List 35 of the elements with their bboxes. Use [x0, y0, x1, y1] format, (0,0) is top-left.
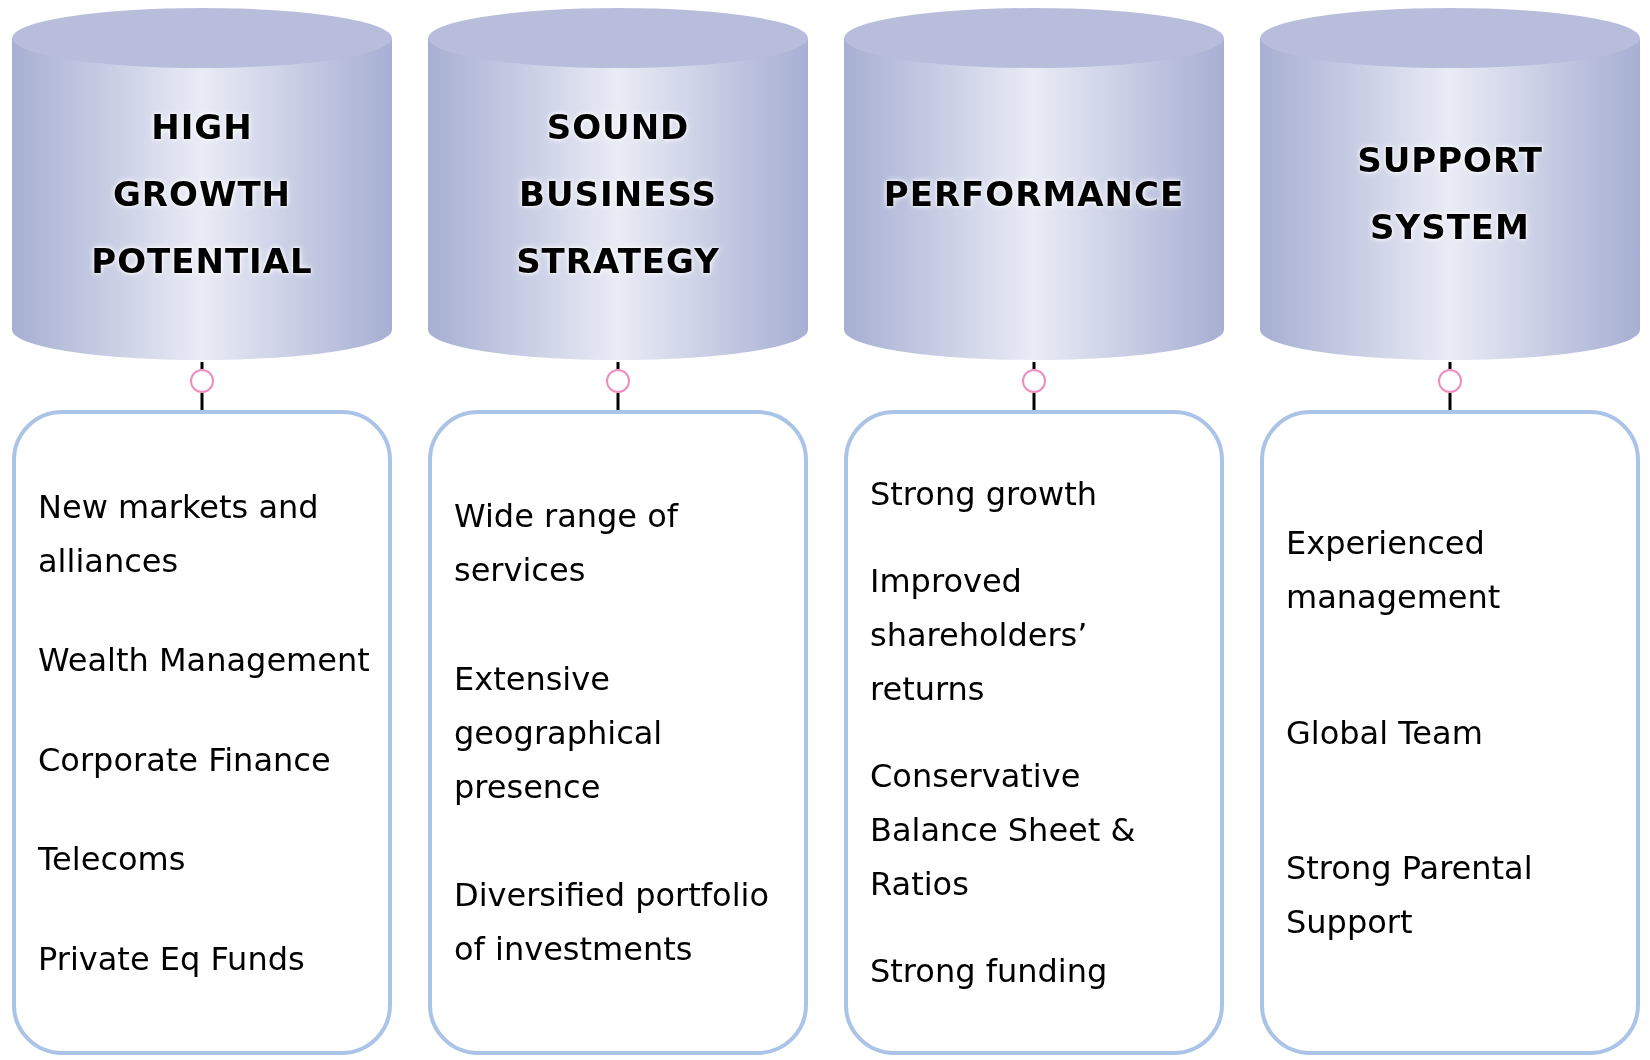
- bullet-text: Corporate Finance: [38, 739, 332, 781]
- connector-line: [616, 393, 620, 410]
- bullet-text: Strong funding: [870, 951, 1109, 992]
- bullet-text: Conservative Balance Sheet & Ratios: [870, 756, 1137, 905]
- connector-line: [1032, 362, 1036, 369]
- pillar-title: PERFORMANCE: [883, 172, 1185, 216]
- bullet-text: Strong growth: [870, 474, 1098, 515]
- connector-line: [1448, 362, 1452, 369]
- bullet-text: Telecoms: [38, 839, 187, 880]
- connector-ring: [1438, 369, 1462, 393]
- bullet-text: Extensive geographical presence: [454, 658, 664, 808]
- bullet-text: New markets and alliances: [38, 486, 320, 582]
- connector-ring: [1022, 369, 1046, 393]
- connector-line: [200, 393, 204, 410]
- pillar-title: SUPPORT SYSTEM: [1357, 139, 1543, 249]
- connector-line: [1032, 393, 1036, 410]
- bullet-text: Improved shareholders’ returns: [870, 561, 1089, 710]
- bullet-text: Wealth Management: [38, 640, 370, 681]
- pillar-title: HIGH GROWTH POTENTIAL: [91, 105, 313, 283]
- rounded-card: [1260, 410, 1640, 1055]
- bullet-text: Strong Parental Support: [1286, 848, 1534, 944]
- rounded-card: [844, 410, 1224, 1055]
- bullet-text: Diversified portfolio of investments: [454, 875, 770, 971]
- pillar-title: SOUND BUSINESS STRATEGY: [516, 105, 720, 283]
- bullet-text: Experienced management: [1286, 522, 1502, 618]
- bullet-text: Wide range of services: [454, 495, 680, 591]
- connector-line: [616, 362, 620, 369]
- connector-line: [200, 362, 204, 369]
- rounded-card: [12, 410, 392, 1055]
- bullet-text: Private Eq Funds: [38, 938, 306, 980]
- bullet-text: Global Team: [1286, 712, 1484, 754]
- connector-ring: [606, 369, 630, 393]
- connector-line: [1448, 393, 1452, 410]
- rounded-card: [428, 410, 808, 1055]
- connector-ring: [190, 369, 214, 393]
